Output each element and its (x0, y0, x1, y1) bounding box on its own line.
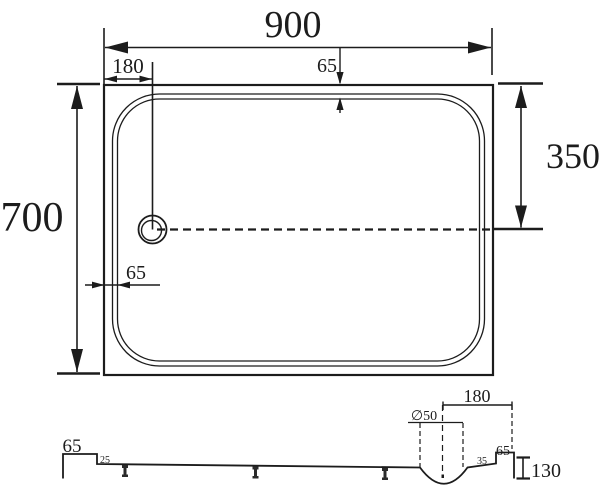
dim-65-left-arrow-right (92, 281, 105, 289)
foot-3 (382, 468, 388, 480)
dim-350-arrow-up (515, 86, 527, 108)
tray-inner-rim-2 (116, 98, 481, 362)
drain-centerline-dot (441, 474, 444, 478)
dim-350-arrow-down (515, 205, 527, 228)
side-profile-outline (62, 451, 515, 485)
dim-65-side-right-label: 65 (496, 444, 510, 459)
dim-350-label: 350 (546, 136, 600, 176)
dim-180-top-arrow-right (139, 75, 152, 83)
dim-65-side-left-label: 65 (63, 436, 82, 457)
top-view (102, 62, 495, 377)
dim-130: 130 (516, 456, 561, 482)
foot-1 (122, 465, 128, 477)
tray-feet (122, 465, 388, 480)
dim-25-label: 25 (100, 455, 110, 466)
dim-180-top: 180 (104, 54, 152, 83)
foot-2 (252, 466, 259, 479)
dim-65-left: 65 (85, 262, 160, 289)
dim-65-left-arrow-left (117, 281, 130, 289)
dim-900: 900 (103, 4, 493, 84)
tray-inner-rim-1 (111, 93, 486, 367)
dim-700: 700 (1, 82, 100, 375)
dim-65-top-arrow-down (336, 72, 344, 85)
dim-180-top-label: 180 (112, 54, 144, 78)
dim-900-label: 900 (265, 4, 322, 46)
dim-180-top-arrow-left (104, 75, 117, 83)
dim-35-label: 35 (477, 456, 487, 467)
dim-700-label: 700 (1, 195, 64, 241)
dim-65-top-label: 65 (317, 55, 337, 77)
drain-detail: ∅50 (408, 405, 513, 478)
dim-350: 350 (492, 82, 600, 231)
dim-180-side: 180 (442, 386, 513, 410)
dim-65-left-label: 65 (126, 262, 146, 284)
dim-180-side-label: 180 (464, 386, 491, 406)
dim-700-arrow-up (71, 86, 83, 109)
dim-700-arrow-down (71, 349, 83, 372)
dim-900-arrow-right (468, 41, 491, 54)
dim-65-top: 65 (317, 48, 344, 113)
dim-130-label: 130 (531, 460, 561, 482)
side-view: 65 25 ∅50 180 65 35 130 (62, 386, 561, 485)
dim-900-arrow-left (105, 41, 128, 54)
dim-diameter-50-label: ∅50 (411, 409, 437, 424)
dim-65-top-arrow-up (336, 97, 344, 110)
